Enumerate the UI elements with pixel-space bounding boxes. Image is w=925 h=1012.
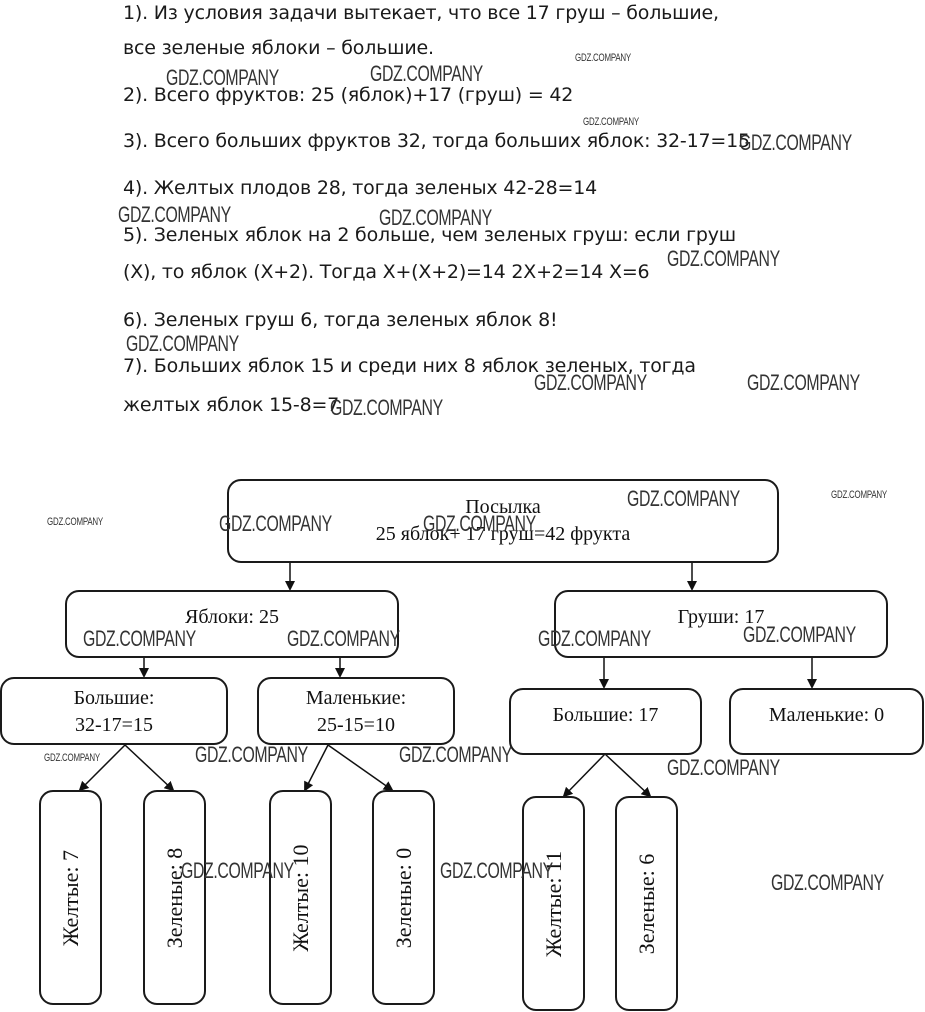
solution-line-4: 3). Всего больших фруктов 32, тогда боль…: [123, 130, 750, 152]
watermark: GDZ.COMPANY: [47, 516, 104, 528]
node-pears-big-label: Большие: 17: [552, 704, 659, 726]
solution-line-9: 7). Больших яблок 15 и среди них 8 яблок…: [123, 355, 696, 377]
node-apples: Яблоки: 25: [65, 590, 399, 658]
leaf-apples-small-yellow: Желтые: 10: [269, 790, 332, 1005]
watermark: GDZ.COMPANY: [575, 52, 632, 64]
watermark: GDZ.COMPANY: [747, 370, 860, 395]
arrow-pears-big-to-green: [604, 753, 652, 798]
leaf-pears-big-yellow: Желтые: 11: [522, 796, 585, 1011]
watermark: GDZ.COMPANY: [126, 331, 239, 356]
node-apples-small-line1: Маленькие:: [305, 687, 407, 709]
watermark: GDZ.COMPANY: [370, 61, 483, 86]
node-apples-small-line2: 25-15=10: [317, 714, 395, 736]
leaf-apples-big-green: Зеленые: 8: [143, 790, 206, 1005]
watermark: GDZ.COMPANY: [166, 65, 279, 90]
solution-line-5: 4). Желтых плодов 28, тогда зеленых 42-2…: [123, 177, 598, 199]
node-pears-small-label: Маленькие: 0: [768, 704, 885, 726]
leaf-apples-small-green: Зеленые: 0: [372, 790, 435, 1005]
leaf-apples-small-green-label: Зеленые: 0: [390, 847, 416, 948]
leaf-pears-big-green-label: Зеленые: 6: [633, 853, 659, 954]
watermark: GDZ.COMPANY: [739, 130, 852, 155]
leaf-apples-big-yellow: Желтые: 7: [39, 790, 102, 1005]
leaf-pears-big-green: Зеленые: 6: [615, 796, 678, 1011]
watermark: GDZ.COMPANY: [771, 870, 884, 895]
node-apples-small: Маленькие: 25-15=10: [257, 677, 455, 745]
watermark: GDZ.COMPANY: [534, 370, 647, 395]
solution-line-1: 1). Из условия задачи вытекает, что все …: [123, 2, 719, 24]
node-apples-big-line1: Большие:: [73, 687, 155, 709]
solution-line-6: 5). Зеленых яблок на 2 больше, чем зелен…: [123, 224, 736, 246]
watermark: GDZ.COMPANY: [195, 742, 308, 767]
solution-line-3: 2). Всего фруктов: 25 (яблок)+17 (груш) …: [123, 84, 574, 106]
solution-line-2: все зеленые яблоки – большие.: [123, 37, 434, 59]
leaf-apples-big-yellow-label: Желтые: 7: [57, 849, 83, 946]
watermark: GDZ.COMPANY: [743, 622, 856, 647]
watermark: GDZ.COMPANY: [667, 246, 780, 271]
watermark: GDZ.COMPANY: [181, 858, 294, 883]
node-pears-big: Большие: 17: [509, 688, 702, 755]
watermark: GDZ.COMPANY: [219, 511, 332, 536]
watermark: GDZ.COMPANY: [83, 626, 196, 651]
arrow-apples-small-to-green: [327, 744, 394, 792]
node-apples-label: Яблоки: 25: [185, 606, 279, 628]
node-pears-small: Маленькие: 0: [729, 688, 924, 755]
node-apples-big-line2: 32-17=15: [75, 714, 153, 736]
watermark: GDZ.COMPANY: [423, 511, 536, 536]
watermark: GDZ.COMPANY: [287, 626, 400, 651]
root-node-subtitle: 25 яблок+ 17 груш=42 фрукта: [375, 523, 631, 545]
root-node-title: Посылка: [465, 496, 541, 518]
watermark: GDZ.COMPANY: [538, 626, 651, 651]
node-pears-label: Груши: 17: [677, 606, 765, 628]
arrow-pears-big-to-yellow: [562, 753, 606, 798]
solution-line-10: желтых яблок 15-8=7: [123, 394, 340, 416]
arrow-apples-big-to-green: [124, 744, 175, 792]
watermark: GDZ.COMPANY: [330, 395, 443, 420]
watermark: GDZ.COMPANY: [44, 752, 101, 764]
arrow-apples-small-to-yellow: [304, 744, 329, 792]
root-node-parcel: Посылка 25 яблок+ 17 груш=42 фрукта: [227, 479, 779, 563]
node-pears: Груши: 17: [554, 590, 888, 658]
solution-line-8: 6). Зеленых груш 6, тогда зеленых яблок …: [123, 309, 558, 331]
solution-line-7: (X), то яблок (X+2). Тогда X+(X+2)=14 2X…: [123, 261, 650, 283]
watermark: GDZ.COMPANY: [440, 858, 553, 883]
watermark: GDZ.COMPANY: [667, 755, 780, 780]
watermark: GDZ.COMPANY: [583, 116, 640, 128]
watermark: GDZ.COMPANY: [118, 202, 231, 227]
node-apples-big: Большие: 32-17=15: [0, 677, 228, 745]
watermark: GDZ.COMPANY: [627, 486, 740, 511]
watermark: GDZ.COMPANY: [379, 205, 492, 230]
watermark: GDZ.COMPANY: [399, 742, 512, 767]
watermark: GDZ.COMPANY: [831, 489, 888, 501]
